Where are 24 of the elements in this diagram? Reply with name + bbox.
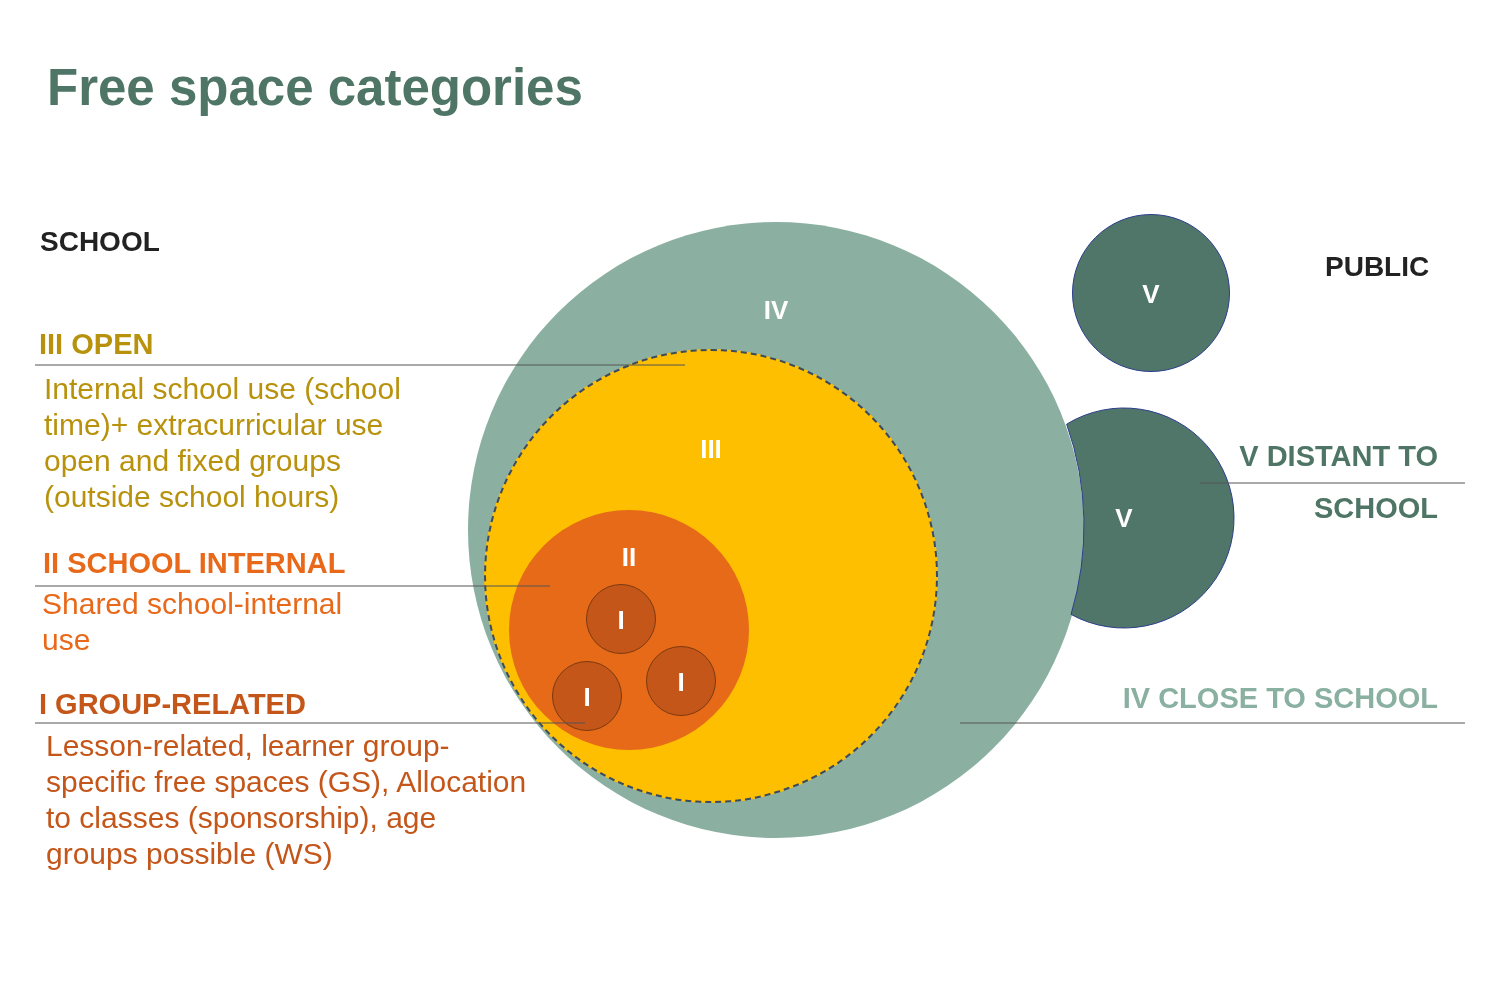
zone-label: PUBLIC bbox=[1325, 251, 1430, 283]
circle-label: II bbox=[621, 544, 637, 570]
leader-line bbox=[34, 722, 586, 724]
category-description: Internal school use (school time)+ extracurricular use open and fixed groups (outside school hours) bbox=[43, 371, 402, 515]
circle-label: I bbox=[677, 669, 685, 695]
category-heading: IV CLOSE TO SCHOOL bbox=[1121, 681, 1439, 716]
circle-label: I bbox=[583, 684, 591, 710]
circle-label: IV bbox=[763, 297, 789, 323]
circle-label: V bbox=[1142, 281, 1160, 307]
circle-label: III bbox=[700, 436, 722, 462]
category-heading: II SCHOOL INTERNAL bbox=[42, 546, 347, 581]
diagram-title: Free space categories bbox=[47, 58, 583, 118]
circle-label: I bbox=[617, 607, 625, 633]
category-description: Shared school-internal use bbox=[41, 586, 344, 658]
leader-line bbox=[34, 585, 551, 587]
leader-line bbox=[34, 364, 686, 366]
zone-label: SCHOOL bbox=[40, 226, 160, 258]
category-heading: I GROUP-RELATED bbox=[38, 687, 307, 722]
category-heading: V DISTANT TO SCHOOL bbox=[1238, 439, 1439, 526]
category-description: Lesson-related, learner group-specific free spaces (GS), Allocation to classes (sponsorship), age groups possible (WS) bbox=[45, 728, 528, 872]
leader-line bbox=[959, 722, 1466, 724]
category-heading: III OPEN bbox=[38, 327, 155, 362]
leader-line bbox=[1199, 482, 1466, 484]
circle-label: V bbox=[1115, 505, 1133, 531]
